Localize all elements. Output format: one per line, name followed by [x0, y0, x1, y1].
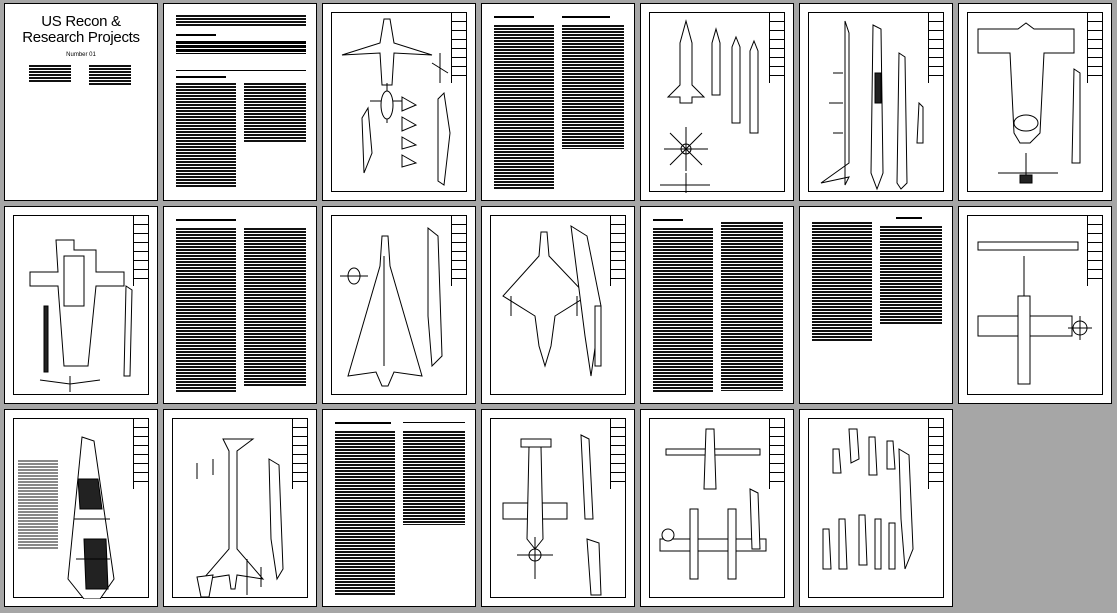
cover-title-line2: Research Projects	[22, 29, 140, 46]
heading-left	[176, 219, 236, 221]
page-6-drawing[interactable]	[799, 3, 953, 201]
title-block	[451, 13, 466, 83]
page-20-drawing[interactable]	[799, 409, 953, 607]
page-16-drawing[interactable]	[163, 409, 317, 607]
twin-boom-drawing	[659, 428, 767, 580]
drawing-frame	[331, 12, 467, 192]
drawing-frame	[967, 215, 1103, 395]
drawing-frame	[490, 215, 626, 395]
drawing-frame	[13, 418, 149, 599]
text-column-left	[335, 430, 395, 595]
drawing-frame	[808, 12, 944, 192]
page-7-drawing[interactable]	[958, 3, 1112, 201]
title-block	[610, 216, 625, 286]
page-5-drawing[interactable]	[640, 3, 794, 201]
page-11-drawing[interactable]	[481, 206, 635, 404]
cover-title: US Recon & Research Projects	[5, 14, 157, 46]
text-column-left	[653, 227, 713, 392]
page-19-drawing[interactable]	[640, 409, 794, 607]
section-rule	[176, 70, 306, 71]
text-column-left	[176, 82, 236, 187]
straight-wing-drawing	[502, 434, 602, 596]
cover-title-line1: US Recon &	[41, 13, 121, 30]
page-18-drawing[interactable]	[481, 409, 635, 607]
page-3-drawing[interactable]	[322, 3, 476, 201]
text-column-left	[176, 227, 236, 392]
page-12-text[interactable]	[640, 206, 794, 404]
section-heading	[176, 76, 226, 78]
page-13-text[interactable]	[799, 206, 953, 404]
drawing-frame	[808, 418, 944, 598]
cover-info-right	[89, 64, 131, 86]
heading-left	[335, 422, 391, 424]
text-column-right	[721, 221, 783, 391]
pods-drawing	[822, 428, 914, 570]
heading-left	[653, 219, 683, 221]
drawing-frame	[13, 215, 149, 395]
bold-text	[176, 40, 306, 54]
text-column-right	[244, 82, 306, 142]
aircraft-top-drawing	[29, 239, 133, 392]
missile-drawing	[660, 19, 759, 193]
drawing-frame	[649, 12, 785, 193]
cover-subtitle: Number 01	[66, 52, 96, 58]
drawing-frame	[331, 215, 467, 395]
page-17-text[interactable]	[322, 409, 476, 607]
blended-wing-drawing	[977, 22, 1081, 184]
drawing-frame	[172, 418, 308, 598]
page-8-drawing[interactable]	[4, 206, 158, 404]
title-block	[292, 419, 307, 489]
drawing-frame	[490, 418, 626, 598]
title-block	[133, 419, 148, 489]
heading-right	[896, 217, 922, 219]
title-block	[133, 216, 148, 286]
carrier-aircraft-drawing	[820, 20, 924, 191]
title-block	[928, 13, 943, 83]
title-block	[1087, 13, 1102, 83]
cutaway-drawing	[67, 436, 115, 599]
title-block	[610, 419, 625, 489]
delta-fighter-drawing	[502, 225, 602, 377]
page-10-drawing[interactable]	[322, 206, 476, 404]
high-wing-drawing	[977, 241, 1092, 385]
drawing-frame	[649, 418, 785, 598]
title-block	[769, 419, 784, 489]
page-4-text[interactable]	[481, 3, 635, 201]
title-block	[1087, 216, 1102, 286]
drawing-frame	[967, 12, 1103, 192]
heading-bar	[176, 34, 216, 36]
page-2-text[interactable]	[163, 3, 317, 201]
title-block	[769, 13, 784, 83]
text-column-right	[403, 430, 465, 525]
aircraft-drawing	[341, 18, 451, 186]
text-column-left	[812, 221, 872, 341]
swept-jet-drawing	[196, 438, 284, 598]
page-14-drawing[interactable]	[958, 206, 1112, 404]
text-column-left	[494, 24, 554, 189]
text-column-right	[562, 24, 624, 149]
text-column-right	[880, 225, 942, 325]
delta-wing-drawing	[340, 226, 443, 387]
title-block	[928, 419, 943, 489]
page-9-text[interactable]	[163, 206, 317, 404]
title-block	[451, 216, 466, 286]
heading-right	[403, 422, 465, 423]
page-1-cover[interactable]: US Recon & Research Projects Number 01	[4, 3, 158, 201]
intro-text	[176, 14, 306, 26]
page-15-drawing[interactable]	[4, 409, 158, 607]
heading-right	[562, 16, 610, 18]
cover-info-left	[29, 64, 71, 82]
text-column-right	[244, 227, 306, 387]
callout-labels	[18, 459, 58, 549]
heading-left	[494, 16, 534, 18]
